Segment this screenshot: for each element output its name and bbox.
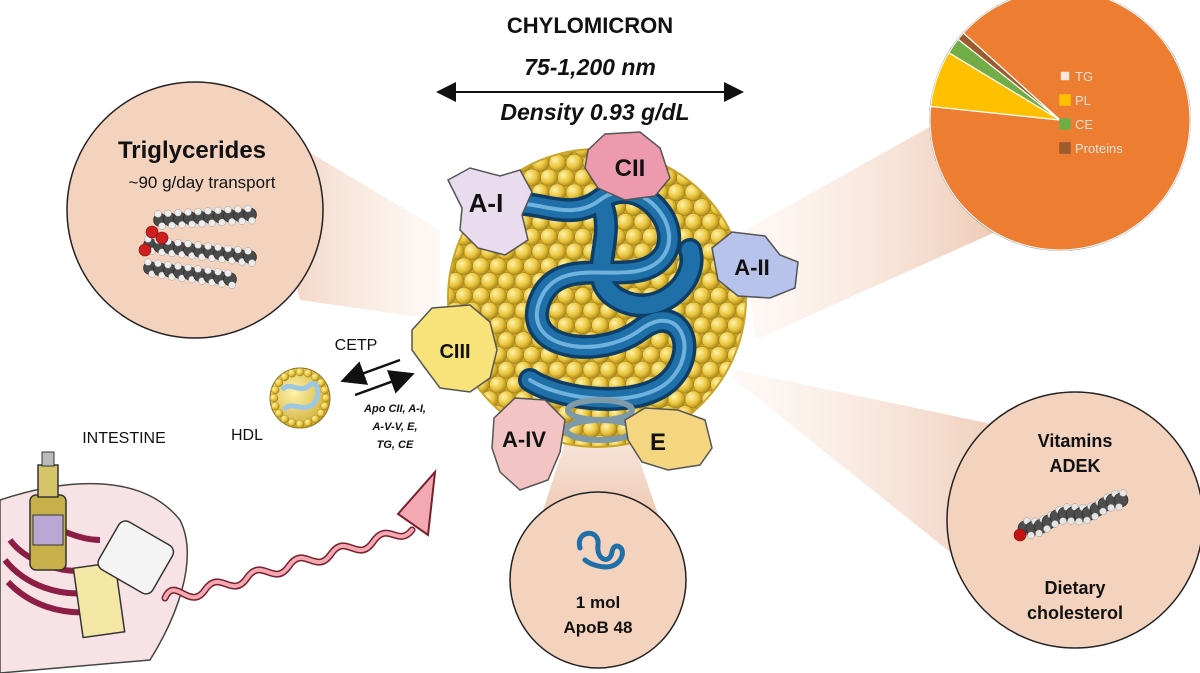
triglycerides-title: Triglycerides — [118, 137, 266, 164]
apob-strand-icon — [576, 530, 625, 570]
legend-swatch-tg — [1059, 70, 1071, 82]
apo-e-label: E — [650, 429, 666, 456]
exchange-item-3: TG, CE — [377, 439, 414, 451]
vitamins-line2: ADEK — [1049, 456, 1100, 476]
pie-slice-proteins — [957, 32, 1061, 121]
vitamins-callout: Vitamins ADEK Dietary cholesterol — [946, 391, 1200, 649]
exchange-item-2: A-V-V, E, — [371, 421, 417, 433]
apo-c3: CIII — [411, 304, 498, 393]
oil-bottle-icon — [29, 451, 67, 571]
exchange-item-1: Apo CII, A-I, — [363, 403, 426, 415]
hdl-apo-strand — [280, 381, 321, 412]
apo-c2: CII — [584, 131, 671, 201]
intestine-label: INTESTINE — [82, 430, 166, 447]
legend-swatch-pl — [1059, 94, 1071, 106]
header: CHYLOMICRON 75-1,200 nm Density 0.93 g/d… — [436, 13, 744, 125]
apob-callout: 1 mol ApoB 48 — [509, 491, 687, 669]
intestine-illustration: INTESTINE — [0, 430, 437, 673]
apob48-strand — [468, 179, 704, 411]
apo-e: E — [624, 407, 713, 471]
absorption-arrow-head — [396, 468, 437, 537]
triglyceride-molecule-icon — [138, 204, 257, 289]
legend-label-proteins: Proteins — [1075, 141, 1123, 156]
cholesterol-molecule-icon — [1013, 489, 1129, 542]
exchange-arrow-out — [340, 358, 401, 385]
apob-line2: ApoB 48 — [564, 618, 633, 637]
apo-c3-label: CIII — [439, 341, 470, 363]
hdl-label: HDL — [231, 427, 263, 444]
apo-c2-label: CII — [615, 155, 646, 182]
apo-a2: A-II — [711, 231, 799, 299]
density: Density 0.93 g/dL — [500, 99, 689, 125]
triglycerides-callout: Triglycerides ~90 g/day transport — [66, 81, 324, 339]
size-range: 75-1,200 nm — [524, 54, 656, 80]
cetp-label: CETP — [335, 337, 378, 354]
legend-label-pl: PL — [1075, 93, 1091, 108]
apo-a1-label: A-I — [469, 188, 504, 218]
legend-swatch-proteins — [1059, 142, 1071, 154]
exchange-arrow-in — [354, 370, 415, 397]
vitamins-line3: Dietary — [1044, 578, 1105, 598]
apob-line1: 1 mol — [576, 593, 620, 612]
beam-pie — [745, 110, 1000, 340]
hdl-core — [269, 367, 331, 429]
apo-a2-label: A-II — [734, 255, 769, 280]
vitamins-line1: Vitamins — [1038, 431, 1113, 451]
title: CHYLOMICRON — [507, 13, 673, 38]
legend-swatch-ce — [1059, 118, 1071, 130]
legend-label-ce: CE — [1075, 117, 1093, 132]
composition-callout: TG PL CE Proteins — [929, 0, 1191, 251]
apo-a4: A-IV — [491, 397, 566, 491]
vitamins-line4: cholesterol — [1027, 603, 1123, 623]
apo-a4-label: A-IV — [502, 427, 546, 452]
pie-legend: TG PL CE Proteins — [1059, 69, 1123, 156]
apob-circle — [509, 491, 687, 669]
butter-icon — [72, 520, 175, 639]
cetp-exchange: CETP Apo CII, A-I, A-V-V, E, TG, CE — [335, 337, 426, 451]
apolipoproteins: A-I CII A-II CIII A-IV E — [411, 131, 799, 491]
hdl-particle: HDL — [231, 367, 331, 444]
legend-label-tg: TG — [1075, 69, 1093, 84]
apo-a1: A-I — [447, 167, 533, 256]
triglycerides-subtitle: ~90 g/day transport — [129, 173, 276, 192]
